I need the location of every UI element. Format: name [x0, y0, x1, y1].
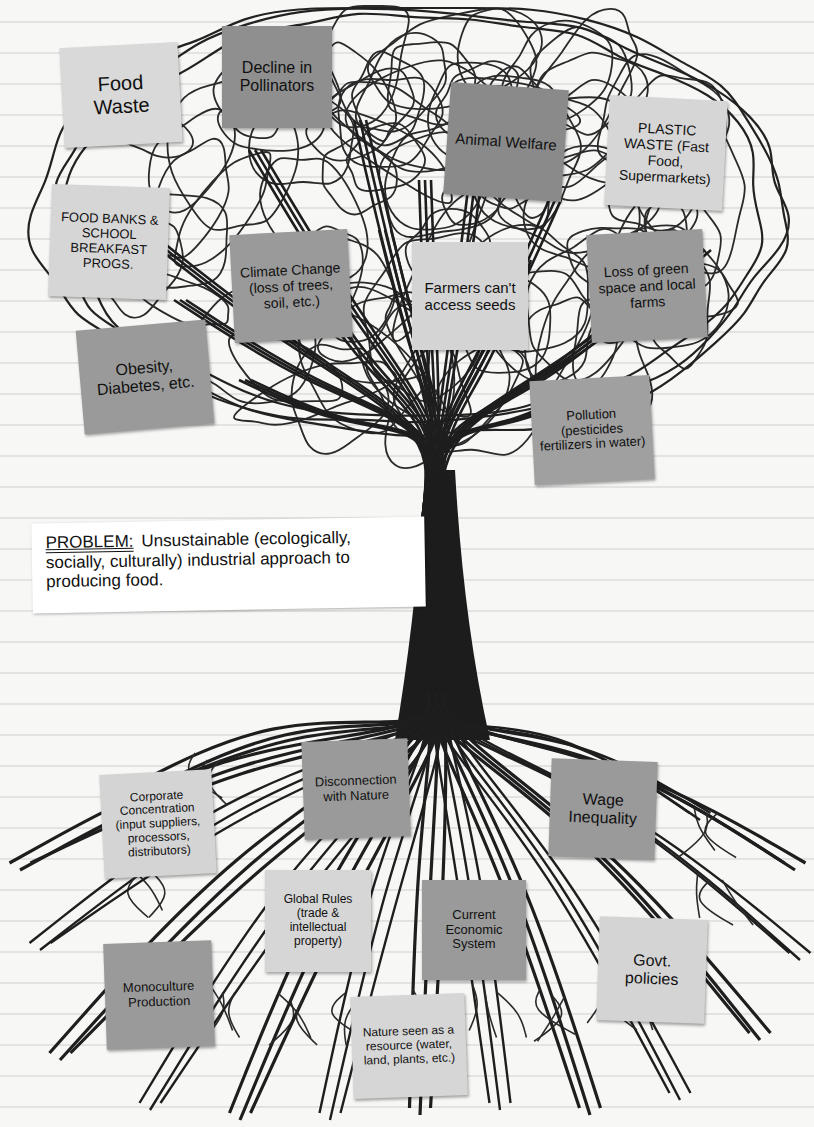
sticky-note: FOOD BANKS & SCHOOL BREAKFAST PROGS.: [48, 184, 170, 300]
note-text: Disconnection with Nature: [309, 772, 404, 805]
rootlet: [296, 1000, 317, 1045]
note-text: Global Rules (trade & intellectual prope…: [271, 893, 365, 948]
sticky-note: Global Rules (trade & intellectual prope…: [265, 870, 371, 972]
sticky-note: Obesity, Diabetes, etc.: [76, 320, 215, 435]
note-text: Pollution (pesticides fertilizers in wat…: [537, 405, 647, 455]
note-text: Decline in Pollinators: [228, 59, 326, 96]
sticky-note: Animal Welfare: [443, 82, 569, 202]
sticky-note: Corporate Concentration (input suppliers…: [99, 769, 216, 879]
rootlet: [229, 993, 240, 1038]
root-strand: [31, 690, 444, 863]
note-text: Animal Welfare: [455, 130, 557, 154]
sticky-note: Current Economic System: [422, 880, 526, 980]
rootlet: [269, 1000, 294, 1045]
sticky-note: Govt. policies: [596, 916, 708, 1024]
paper-lines: [0, 22, 814, 1107]
sticky-note: Climate Change (loss of trees, soil, etc…: [229, 229, 352, 343]
rootlet: [149, 873, 165, 918]
root-strand: [10, 690, 430, 863]
tree-trunk: [99, 120, 711, 740]
note-text: Climate Change (loss of trees, soil, etc…: [237, 259, 345, 313]
paper-line: [0, 487, 814, 488]
problem-heading: PROBLEM:: [45, 532, 133, 553]
note-text: FOOD BANKS & SCHOOL BREAKFAST PROGS.: [55, 210, 163, 273]
note-text: PLASTIC WASTE (Fast Food, Supermarkets): [611, 118, 720, 188]
paper-line: [0, 22, 814, 23]
rootlet: [722, 880, 753, 925]
sticky-note: Loss of green space and local farms: [586, 229, 707, 343]
root-strand: [435, 690, 795, 870]
paper-line: [0, 456, 814, 457]
root-strand: [20, 690, 436, 870]
sticky-note: Food Waste: [59, 42, 182, 148]
note-text: Loss of green space and local farms: [594, 259, 700, 313]
note-text: Farmers can't access seeds: [418, 279, 522, 314]
note-text: Monoculture Production: [111, 978, 208, 1011]
sticky-note: Pollution (pesticides fertilizers in wat…: [529, 375, 654, 485]
canopy-outline: [28, 8, 787, 436]
sticky-note: Wage Inequality: [548, 758, 657, 860]
problem-statement: PROBLEM:Unsustainable (ecologically, soc…: [31, 517, 426, 614]
note-text: Nature seen as a resource (water, land, …: [357, 1024, 460, 1069]
sticky-note: Monoculture Production: [103, 940, 215, 1050]
tree-roots: [10, 690, 811, 1120]
root-strand: [442, 690, 771, 1033]
root-strand: [51, 690, 444, 943]
canopy-scribble: [356, 33, 446, 132]
rootlet: [469, 986, 477, 1031]
note-text: Corporate Concentration (input suppliers…: [106, 787, 209, 861]
root-strand: [428, 690, 785, 863]
root-strand: [442, 690, 806, 863]
paper-line: [0, 1107, 814, 1108]
note-text: Wage Inequality: [555, 789, 650, 829]
rootlet: [534, 996, 562, 1041]
sticky-note: Disconnection with Nature: [301, 738, 410, 840]
rootlet: [705, 813, 736, 858]
sticky-note: Nature seen as a resource (water, land, …: [350, 993, 467, 1099]
paper-line: [0, 890, 814, 891]
sticky-note: Decline in Pollinators: [222, 26, 332, 128]
note-text: Obesity, Diabetes, etc.: [85, 354, 206, 401]
note-text: Govt. policies: [603, 950, 700, 990]
note-text: Food Waste: [67, 69, 175, 120]
rootlet: [485, 993, 496, 1038]
sticky-note: Farmers can't access seeds: [412, 242, 528, 350]
note-text: Current Economic System: [428, 908, 520, 953]
rootlet: [497, 993, 526, 1038]
rootlet: [538, 996, 565, 1041]
rootlet: [678, 813, 707, 858]
paper-line: [0, 642, 814, 643]
sticky-note: PLASTIC WASTE (Fast Food, Supermarkets): [604, 95, 728, 211]
